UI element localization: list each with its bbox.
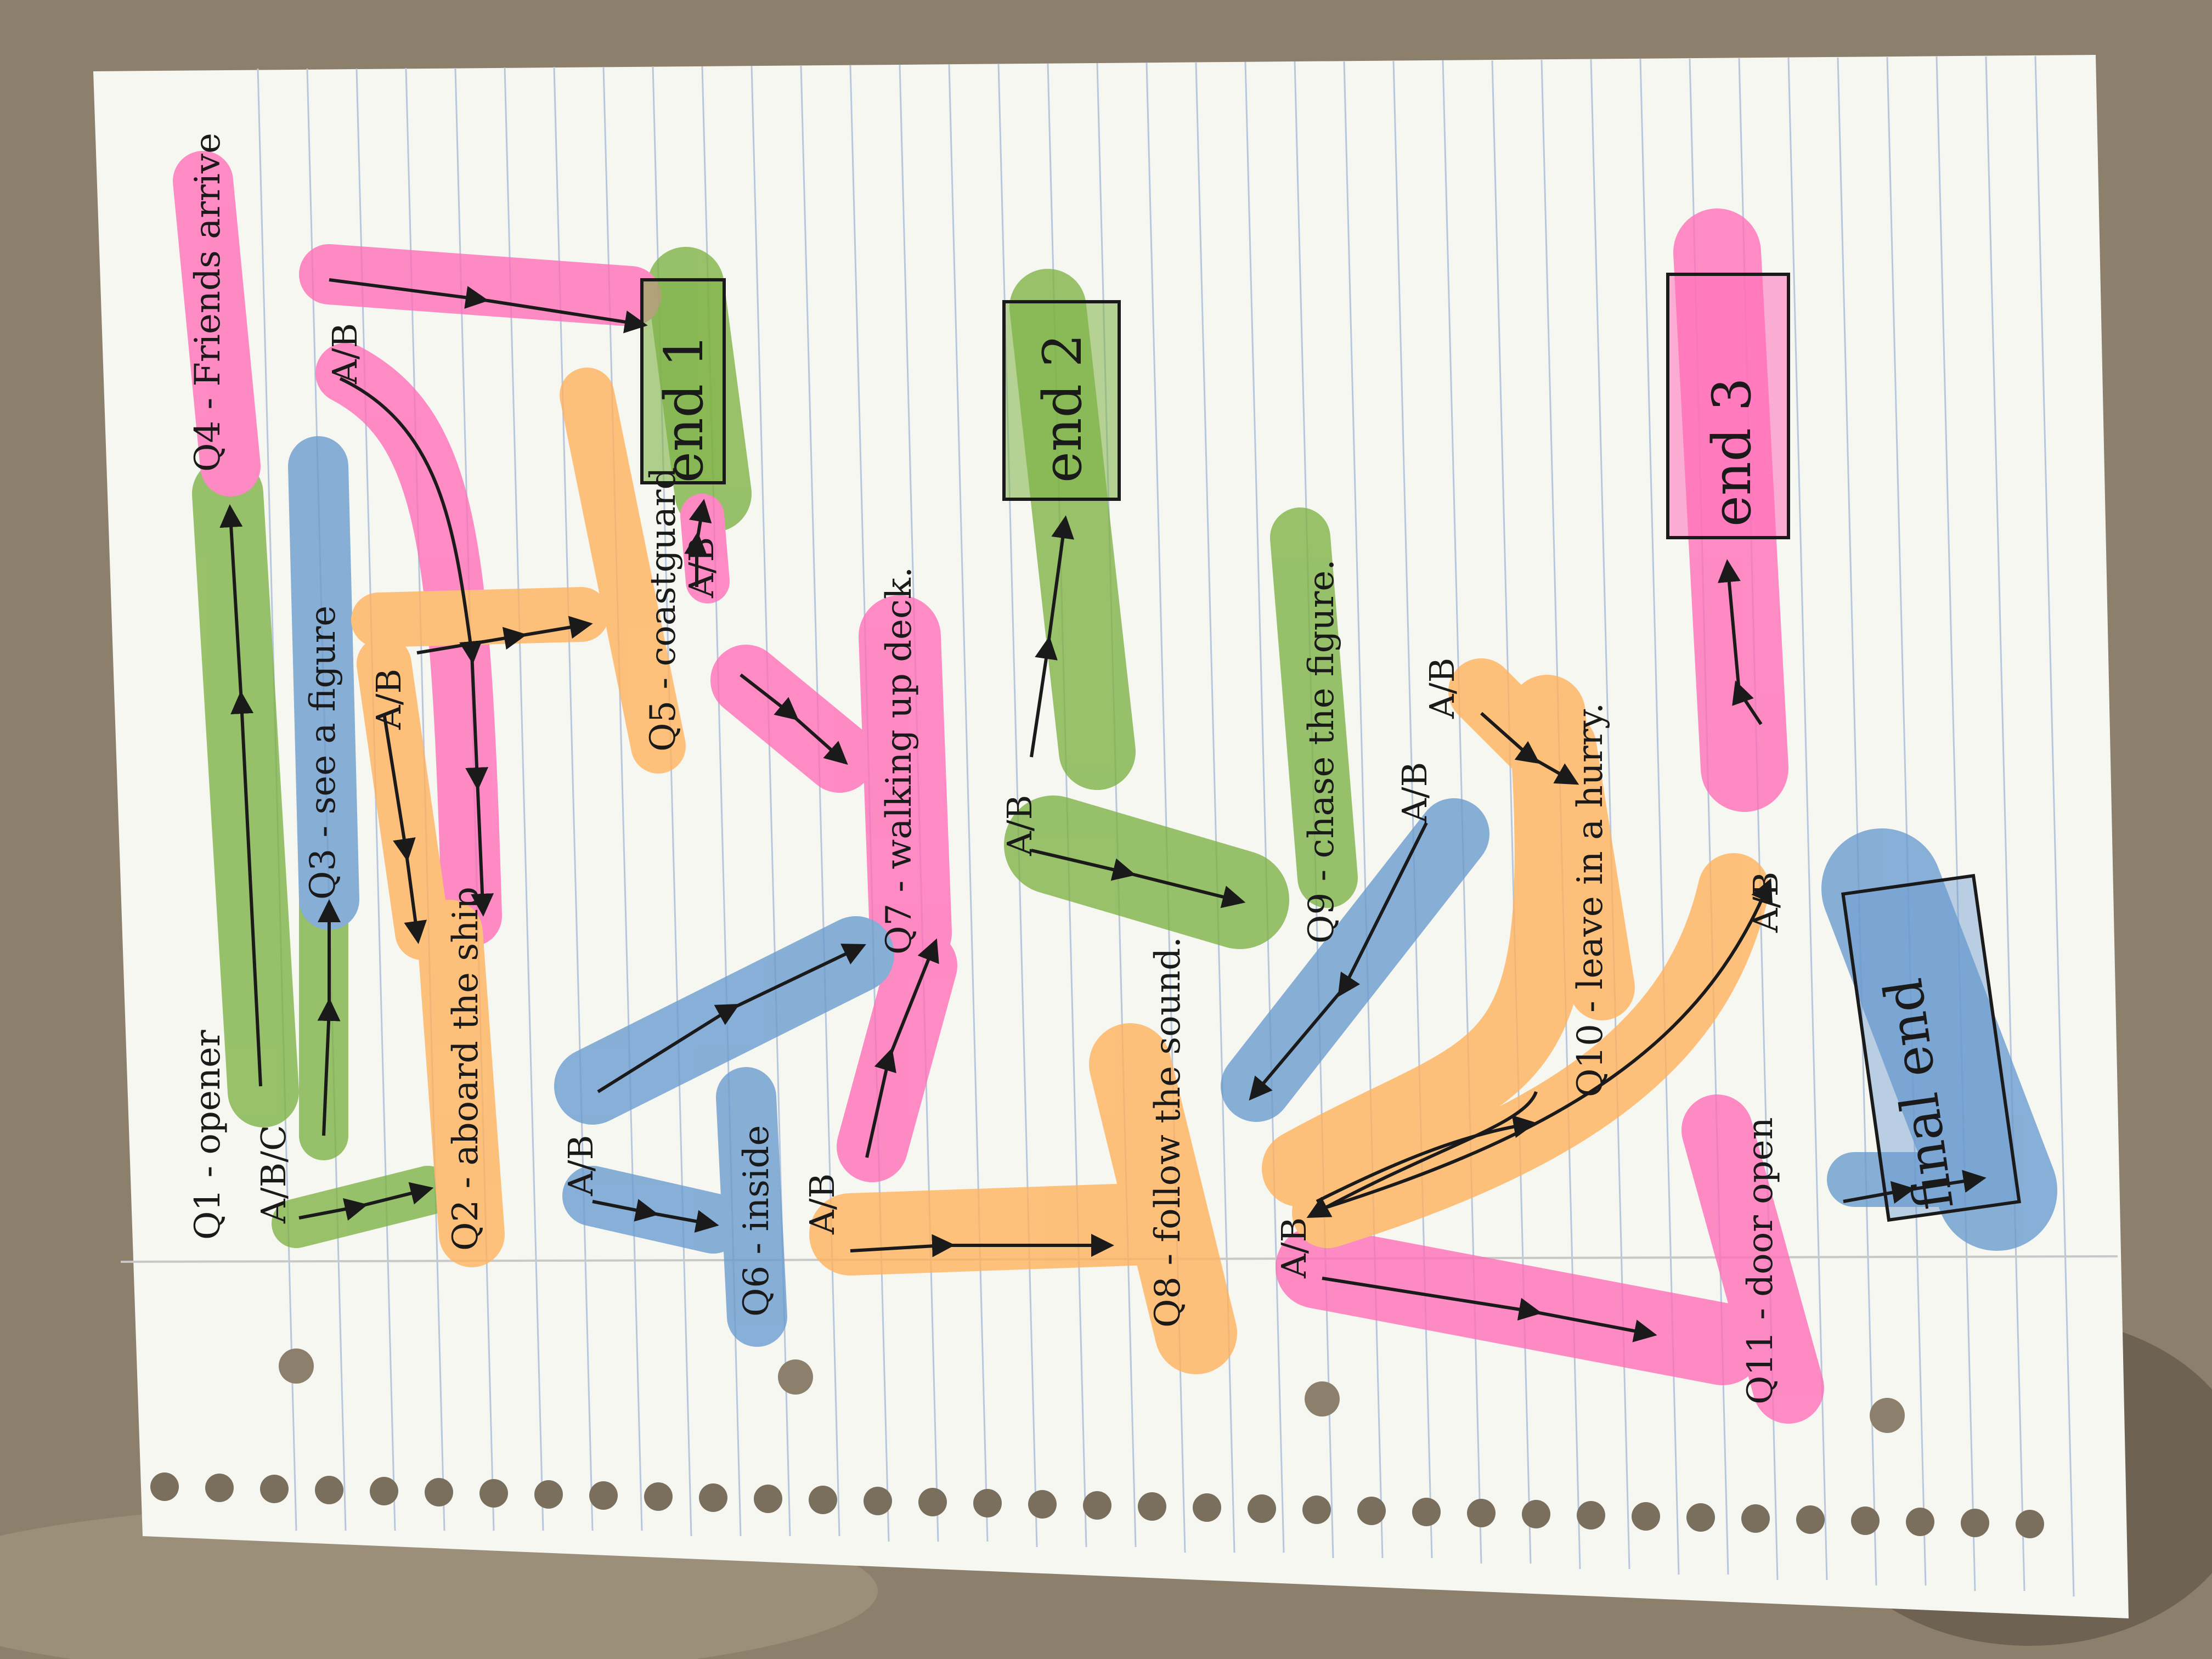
end-1-box [640, 278, 726, 484]
spiral-perforation [150, 1472, 2044, 1538]
node-q9: Q9 - chase the figure. [1301, 559, 1342, 944]
node-end-2: end 2 [1032, 334, 1093, 483]
node-q3: Q3 - see a figure [303, 606, 343, 900]
node-q2: Q2 - aboard the ship [445, 887, 486, 1251]
choice-marker: A/B [561, 1135, 601, 1197]
node-q4: Q4 - Friends arrive [188, 133, 228, 472]
final-end-box [1841, 873, 2021, 1222]
binder-holes [279, 1348, 1905, 1433]
choice-marker: A/B [325, 323, 365, 385]
choice-marker: A/B [1000, 795, 1040, 856]
choice-marker: A/B [1274, 1217, 1314, 1279]
node-q8: Q8 - follow the sound. [1148, 936, 1188, 1328]
end-3-box [1666, 273, 1790, 539]
choice-marker: A/B [681, 537, 721, 599]
choice-marker: A/B [1746, 872, 1786, 933]
node-q11: Q11 - door open [1740, 1117, 1781, 1404]
choice-marker: A/B [1395, 762, 1435, 823]
node-q10: Q10 - leave in a hurry. [1570, 703, 1611, 1097]
choice-arrows [219, 278, 1987, 1342]
node-end-3: end 3 [1701, 377, 1763, 527]
choice-marker: A/B [369, 669, 409, 730]
end-2-box [1002, 300, 1121, 501]
choice-marker: A/B/C [253, 1125, 294, 1224]
node-end-1: end 1 [653, 334, 715, 483]
choice-marker: A/B [802, 1173, 842, 1235]
highlighter-strokes [173, 151, 2057, 1424]
choice-marker: A/B [1422, 658, 1462, 719]
node-q1: Q1 - opener [188, 1030, 228, 1240]
node-q5: Q5 - coastguard [643, 467, 684, 752]
node-q7: Q7 - walking up deck. [879, 567, 919, 955]
node-q6: Q6 - inside [736, 1125, 777, 1317]
